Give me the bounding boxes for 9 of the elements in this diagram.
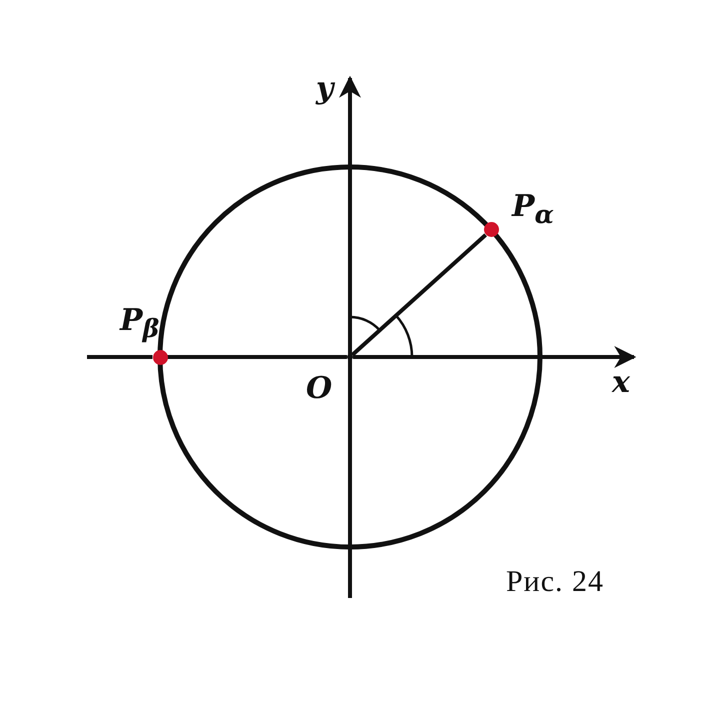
radius-line (350, 233, 487, 356)
origin-label: O (306, 374, 332, 404)
point-label: P$_{α}$ (512, 192, 554, 227)
axis-label: x (612, 368, 630, 398)
point-label: P$_{β}$ (120, 306, 160, 341)
radius-line (168, 355, 347, 359)
figure-caption: Рис. 24 (506, 567, 604, 597)
point-marker (152, 350, 168, 364)
axis-label: y (316, 74, 334, 104)
